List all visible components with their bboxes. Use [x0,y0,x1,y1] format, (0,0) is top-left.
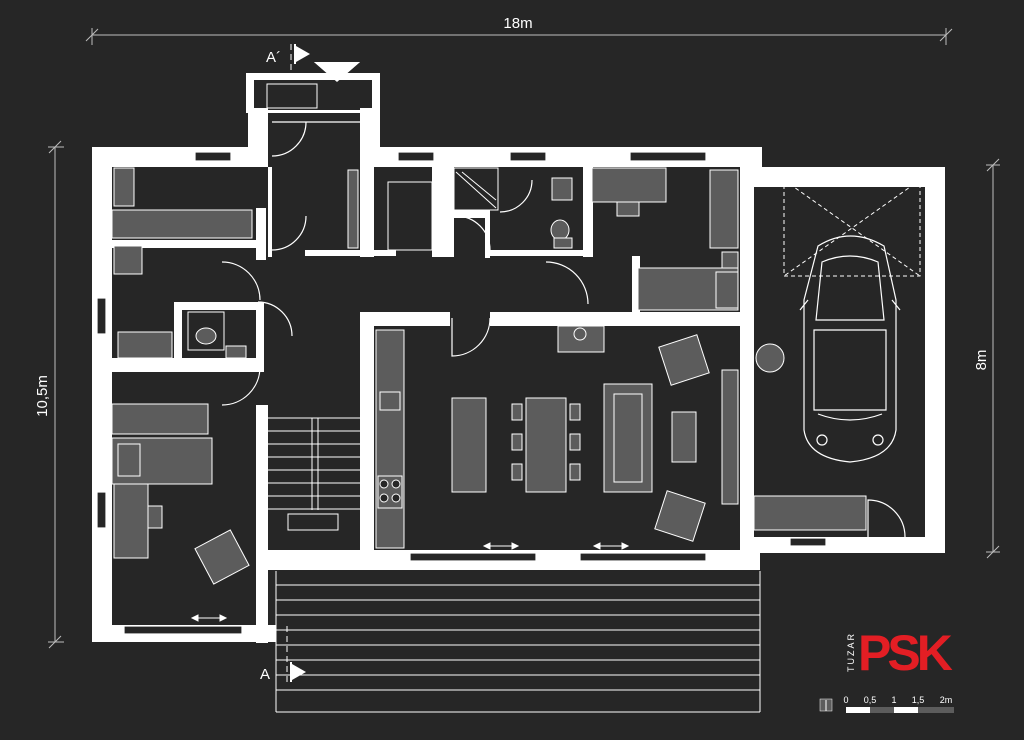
scale-tick-2: 1 [891,695,896,705]
height-label: 10,5m [34,375,51,417]
scale-bar: 0 0,5 1 1,5 2m [819,695,954,713]
garage-skylight [783,179,921,277]
furniture [111,167,867,585]
staircase [268,417,360,531]
garage-depth-label: 8m [973,350,990,371]
kitchen-sink [379,391,401,411]
garage-dimension [986,158,1000,559]
windows [96,151,827,635]
entrance-canopy [246,62,380,113]
section-label-bottom: A [260,666,270,683]
scale-tick-1: 0,5 [864,695,877,705]
logo-text: PSK [858,625,953,681]
height-dimension [48,140,64,649]
interior-walls [112,167,740,643]
scale-tick-3: 1,5 [912,695,925,705]
terrace-decking [275,571,761,713]
logo-vertical-text: TUZAR [846,632,856,672]
width-dimension [85,28,953,45]
car [799,235,901,463]
scale-tick-0: 0 [843,695,848,705]
width-label: 18m [503,15,532,32]
company-logo: PSK TUZAR [846,625,957,681]
scale-tick-4: 2m [940,695,953,705]
sliding-arrows [190,542,630,622]
section-label-top: A´ [266,49,281,66]
section-mark-bottom [286,626,306,684]
